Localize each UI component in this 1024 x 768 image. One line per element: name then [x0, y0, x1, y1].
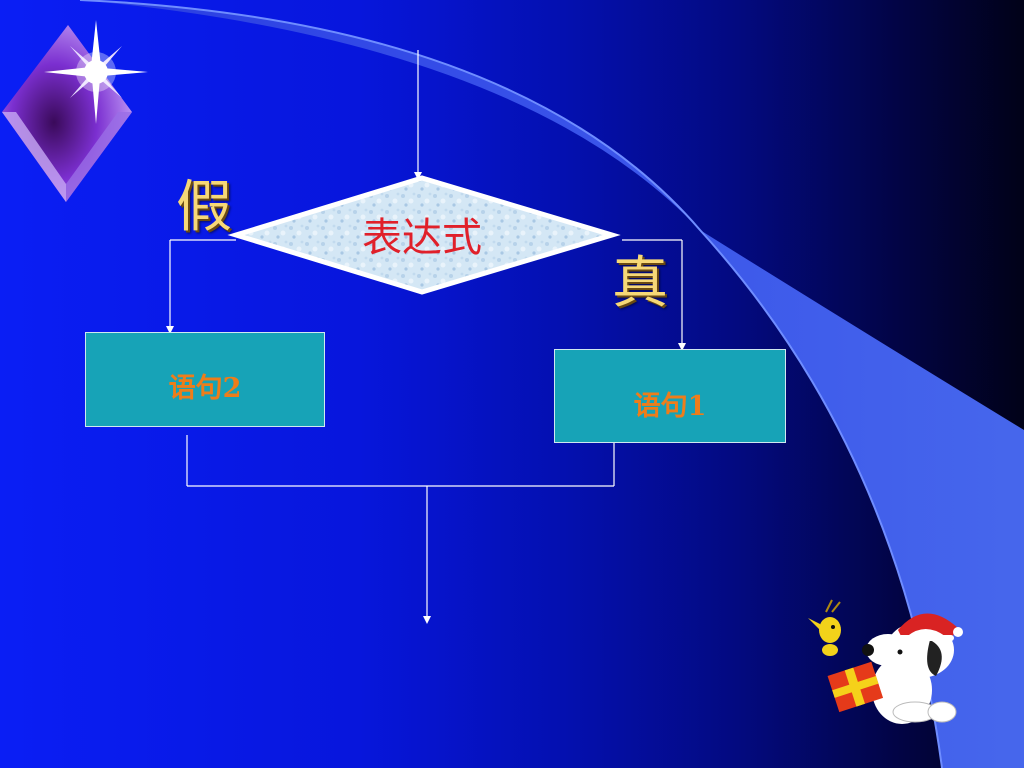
snoopy-gift-icon: [808, 599, 963, 724]
statement-1-box: 语句1: [554, 349, 786, 443]
decision-diamond: [227, 175, 621, 295]
flow-lines: [169, 50, 683, 616]
flow-arrowheads: [166, 172, 686, 624]
sparkle-diamond-icon: [2, 20, 148, 202]
statement-2-label: 语句2: [168, 373, 242, 404]
statement-2-box: 语句2: [85, 332, 325, 427]
true-branch-label: 真: [612, 251, 668, 316]
decision-expression-label: 表达式: [362, 215, 482, 261]
false-branch-label: 假: [176, 175, 232, 240]
statement-1-label: 语句1: [633, 391, 707, 422]
decorative-arc-edge: [79, 0, 943, 768]
